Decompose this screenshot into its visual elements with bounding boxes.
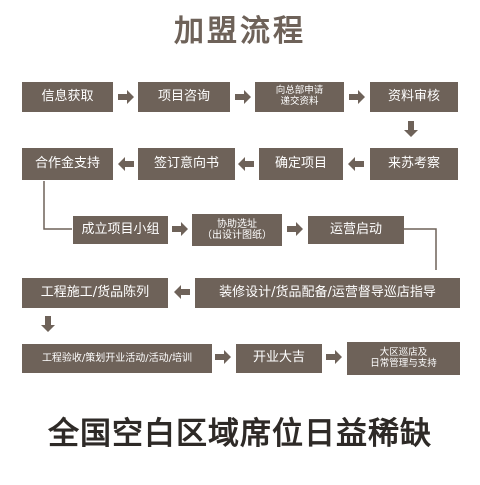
step-submit: 向总部申请 递交资料 xyxy=(255,82,344,112)
step-contract: 合作金支持 xyxy=(22,148,113,180)
step-construct: 工程施工/货品陈列 xyxy=(22,278,168,308)
step-review: 资料审核 xyxy=(370,82,458,112)
step-team: 成立项目小组 xyxy=(73,216,168,244)
step-consult: 项目咨询 xyxy=(138,82,230,112)
step-launch: 运营启动 xyxy=(308,216,404,244)
arrow-right-icon xyxy=(215,350,231,364)
arrow-left-icon xyxy=(238,157,254,171)
arrow-right-icon xyxy=(287,222,303,236)
page-title: 加盟流程 xyxy=(174,14,306,49)
arrow-left-icon xyxy=(118,157,134,171)
arrow-left-icon xyxy=(174,285,190,299)
arrow-right-icon xyxy=(349,90,365,104)
connector-line xyxy=(404,228,437,270)
step-manage: 大区巡店及 日常管理与支持 xyxy=(347,342,460,375)
arrow-right-icon xyxy=(172,222,188,236)
footer-slogan: 全国空白区域席位日益稀缺 xyxy=(48,416,432,452)
step-acceptance: 工程验收/策划开业活动/活动/培训 xyxy=(22,344,212,373)
arrow-down-icon xyxy=(404,121,418,137)
step-site: 协助选址 （出设计图纸） xyxy=(192,214,282,246)
connector-line xyxy=(43,181,72,230)
arrow-left-icon xyxy=(348,157,364,171)
step-guide: 装修设计/货品配备/运营督导巡店指导 xyxy=(195,278,460,308)
arrow-down-icon xyxy=(41,316,55,332)
arrow-right-icon xyxy=(118,90,134,104)
arrow-right-icon xyxy=(235,90,251,104)
step-confirm: 确定项目 xyxy=(259,148,343,180)
step-intent: 签订意向书 xyxy=(138,148,235,180)
step-opening: 开业大吉 xyxy=(236,344,322,373)
step-visit: 来苏考察 xyxy=(370,148,458,180)
arrow-right-icon xyxy=(326,350,342,364)
step-info: 信息获取 xyxy=(22,82,113,112)
